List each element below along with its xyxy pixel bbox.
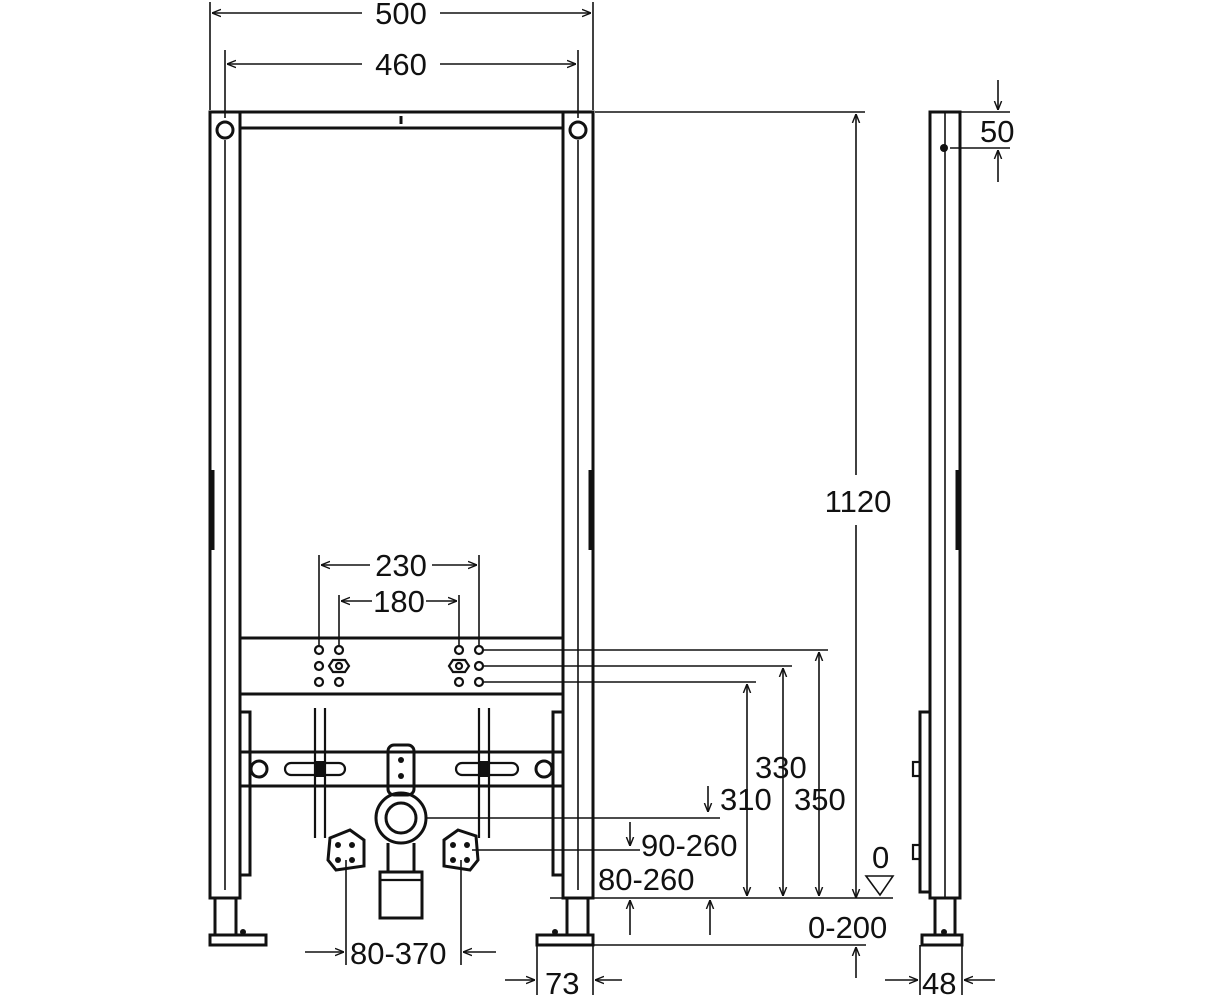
drain-ring: [374, 791, 428, 845]
foot-left: [208, 933, 268, 947]
dim-48: 48: [922, 966, 956, 1000]
side-foot: [920, 933, 964, 947]
dim-1120: 1120: [825, 484, 892, 519]
dim-73: 73: [545, 966, 579, 1000]
drain-assembly: [238, 708, 565, 920]
dim-350: 350: [794, 782, 846, 817]
drain-pipe: [378, 870, 424, 920]
front-view-frame: [208, 110, 595, 900]
floor-level-label: 0: [872, 840, 889, 875]
dim-330: 330: [755, 750, 807, 785]
dim-50: 50: [980, 114, 1014, 149]
dim-80-370: 80-370: [350, 936, 447, 971]
side-mount-hole: [940, 144, 948, 152]
dim-0-200: 0-200: [808, 910, 887, 945]
cross-rail: [238, 750, 565, 788]
dimension-labels: 500 460 1120 50 230 180 330 310 350 90-2…: [350, 0, 1014, 1001]
mount-hole-left: [215, 120, 235, 140]
mount-hole-right: [568, 120, 588, 140]
dim-310: 310: [720, 782, 772, 817]
dim-180: 180: [373, 584, 425, 619]
dim-90-260: 90-260: [641, 828, 738, 863]
side-view-frame: [911, 110, 964, 947]
dim-460: 460: [375, 47, 427, 82]
dim-500: 500: [375, 0, 427, 31]
dimension-lines: [209, 2, 1010, 995]
floor-level-symbol: [864, 875, 895, 897]
dim-230: 230: [375, 548, 427, 583]
tap-holes: [313, 644, 485, 688]
foot-right: [535, 933, 595, 947]
dim-80-260: 80-260: [598, 862, 695, 897]
